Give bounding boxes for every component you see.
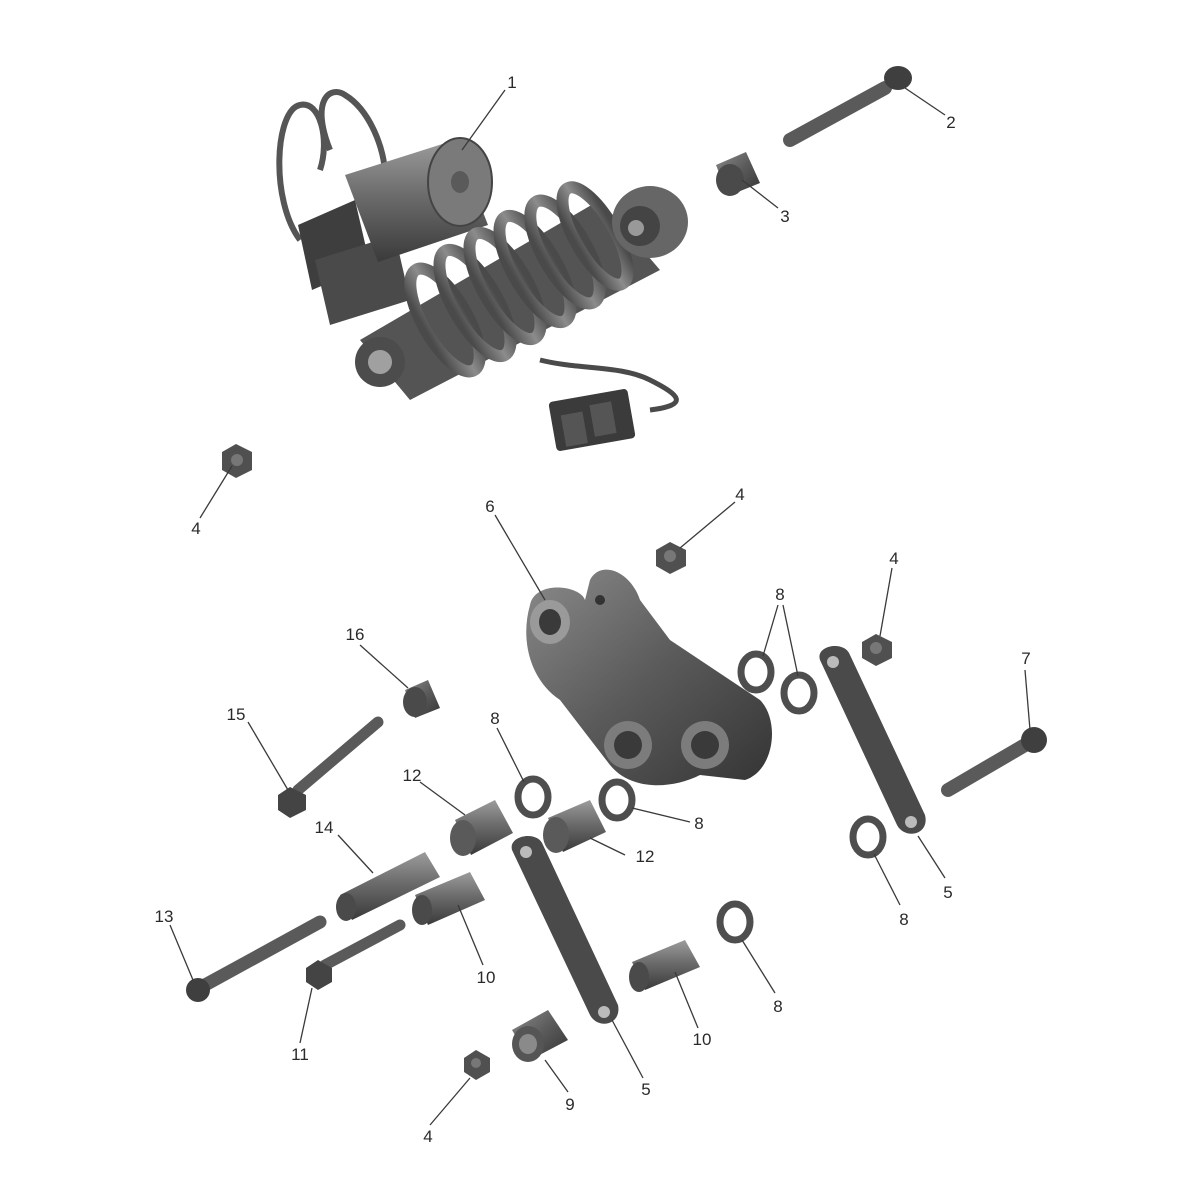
callout-8: 8 [773, 997, 782, 1016]
leader-lines [169, 87, 1031, 1126]
callout-8: 8 [490, 709, 499, 728]
shock-absorber-part [276, 89, 688, 451]
link-part-5b [511, 835, 619, 1024]
callout-4: 4 [423, 1127, 432, 1146]
callout-1: 1 [507, 73, 516, 92]
callout-10: 10 [693, 1030, 712, 1049]
callout-6: 6 [485, 497, 494, 516]
nut-part-4b [656, 542, 686, 574]
nut-part-4a [222, 444, 252, 478]
bushing-part-12b [543, 800, 606, 853]
bolt-part-13 [186, 915, 327, 1002]
washer-part-8c [514, 775, 552, 819]
washer-part-8f [716, 900, 754, 944]
callout-8: 8 [694, 814, 703, 833]
callout-3: 3 [780, 207, 789, 226]
callout-10: 10 [477, 968, 496, 987]
bolt-part-7 [941, 727, 1047, 797]
washer-part-8a [737, 650, 775, 694]
bushing-part-9 [512, 1010, 568, 1062]
callout-5: 5 [943, 883, 952, 902]
callout-4: 4 [191, 519, 200, 538]
callout-4: 4 [889, 549, 898, 568]
callout-5: 5 [641, 1080, 650, 1099]
callout-4: 4 [735, 485, 744, 504]
bolt-part-11 [306, 919, 406, 990]
sleeve-part-10b [629, 940, 700, 992]
callout-15: 15 [227, 705, 246, 724]
callout-8: 8 [775, 585, 784, 604]
washer-part-8b [780, 671, 818, 715]
callout-14: 14 [315, 818, 334, 837]
sleeve-part-14 [336, 852, 440, 921]
callout-12: 12 [636, 847, 655, 866]
washer-part-8e [849, 815, 887, 859]
callout-12: 12 [403, 766, 422, 785]
callout-13: 13 [155, 907, 174, 926]
callout-9: 9 [565, 1095, 574, 1114]
nut-part-4d [464, 1050, 490, 1080]
bushing-part-12a [450, 800, 513, 856]
nut-part-4c [862, 634, 892, 666]
bushing-part-16 [403, 680, 440, 718]
link-part-5a [819, 645, 926, 834]
washer-part-8d [598, 778, 636, 822]
sleeve-part-10a [412, 872, 485, 925]
callout-11: 11 [291, 1045, 309, 1064]
callout-7: 7 [1021, 649, 1030, 668]
bolt-part-15 [278, 716, 384, 818]
callout-labels: 1 2 3 4 4 4 4 5 5 6 7 8 8 8 8 8 9 10 10 … [155, 73, 1031, 1146]
callout-2: 2 [946, 113, 955, 132]
rocker-part-6 [526, 569, 772, 786]
callout-16: 16 [346, 625, 365, 644]
callout-8: 8 [899, 910, 908, 929]
bolt-part-2 [783, 66, 912, 147]
